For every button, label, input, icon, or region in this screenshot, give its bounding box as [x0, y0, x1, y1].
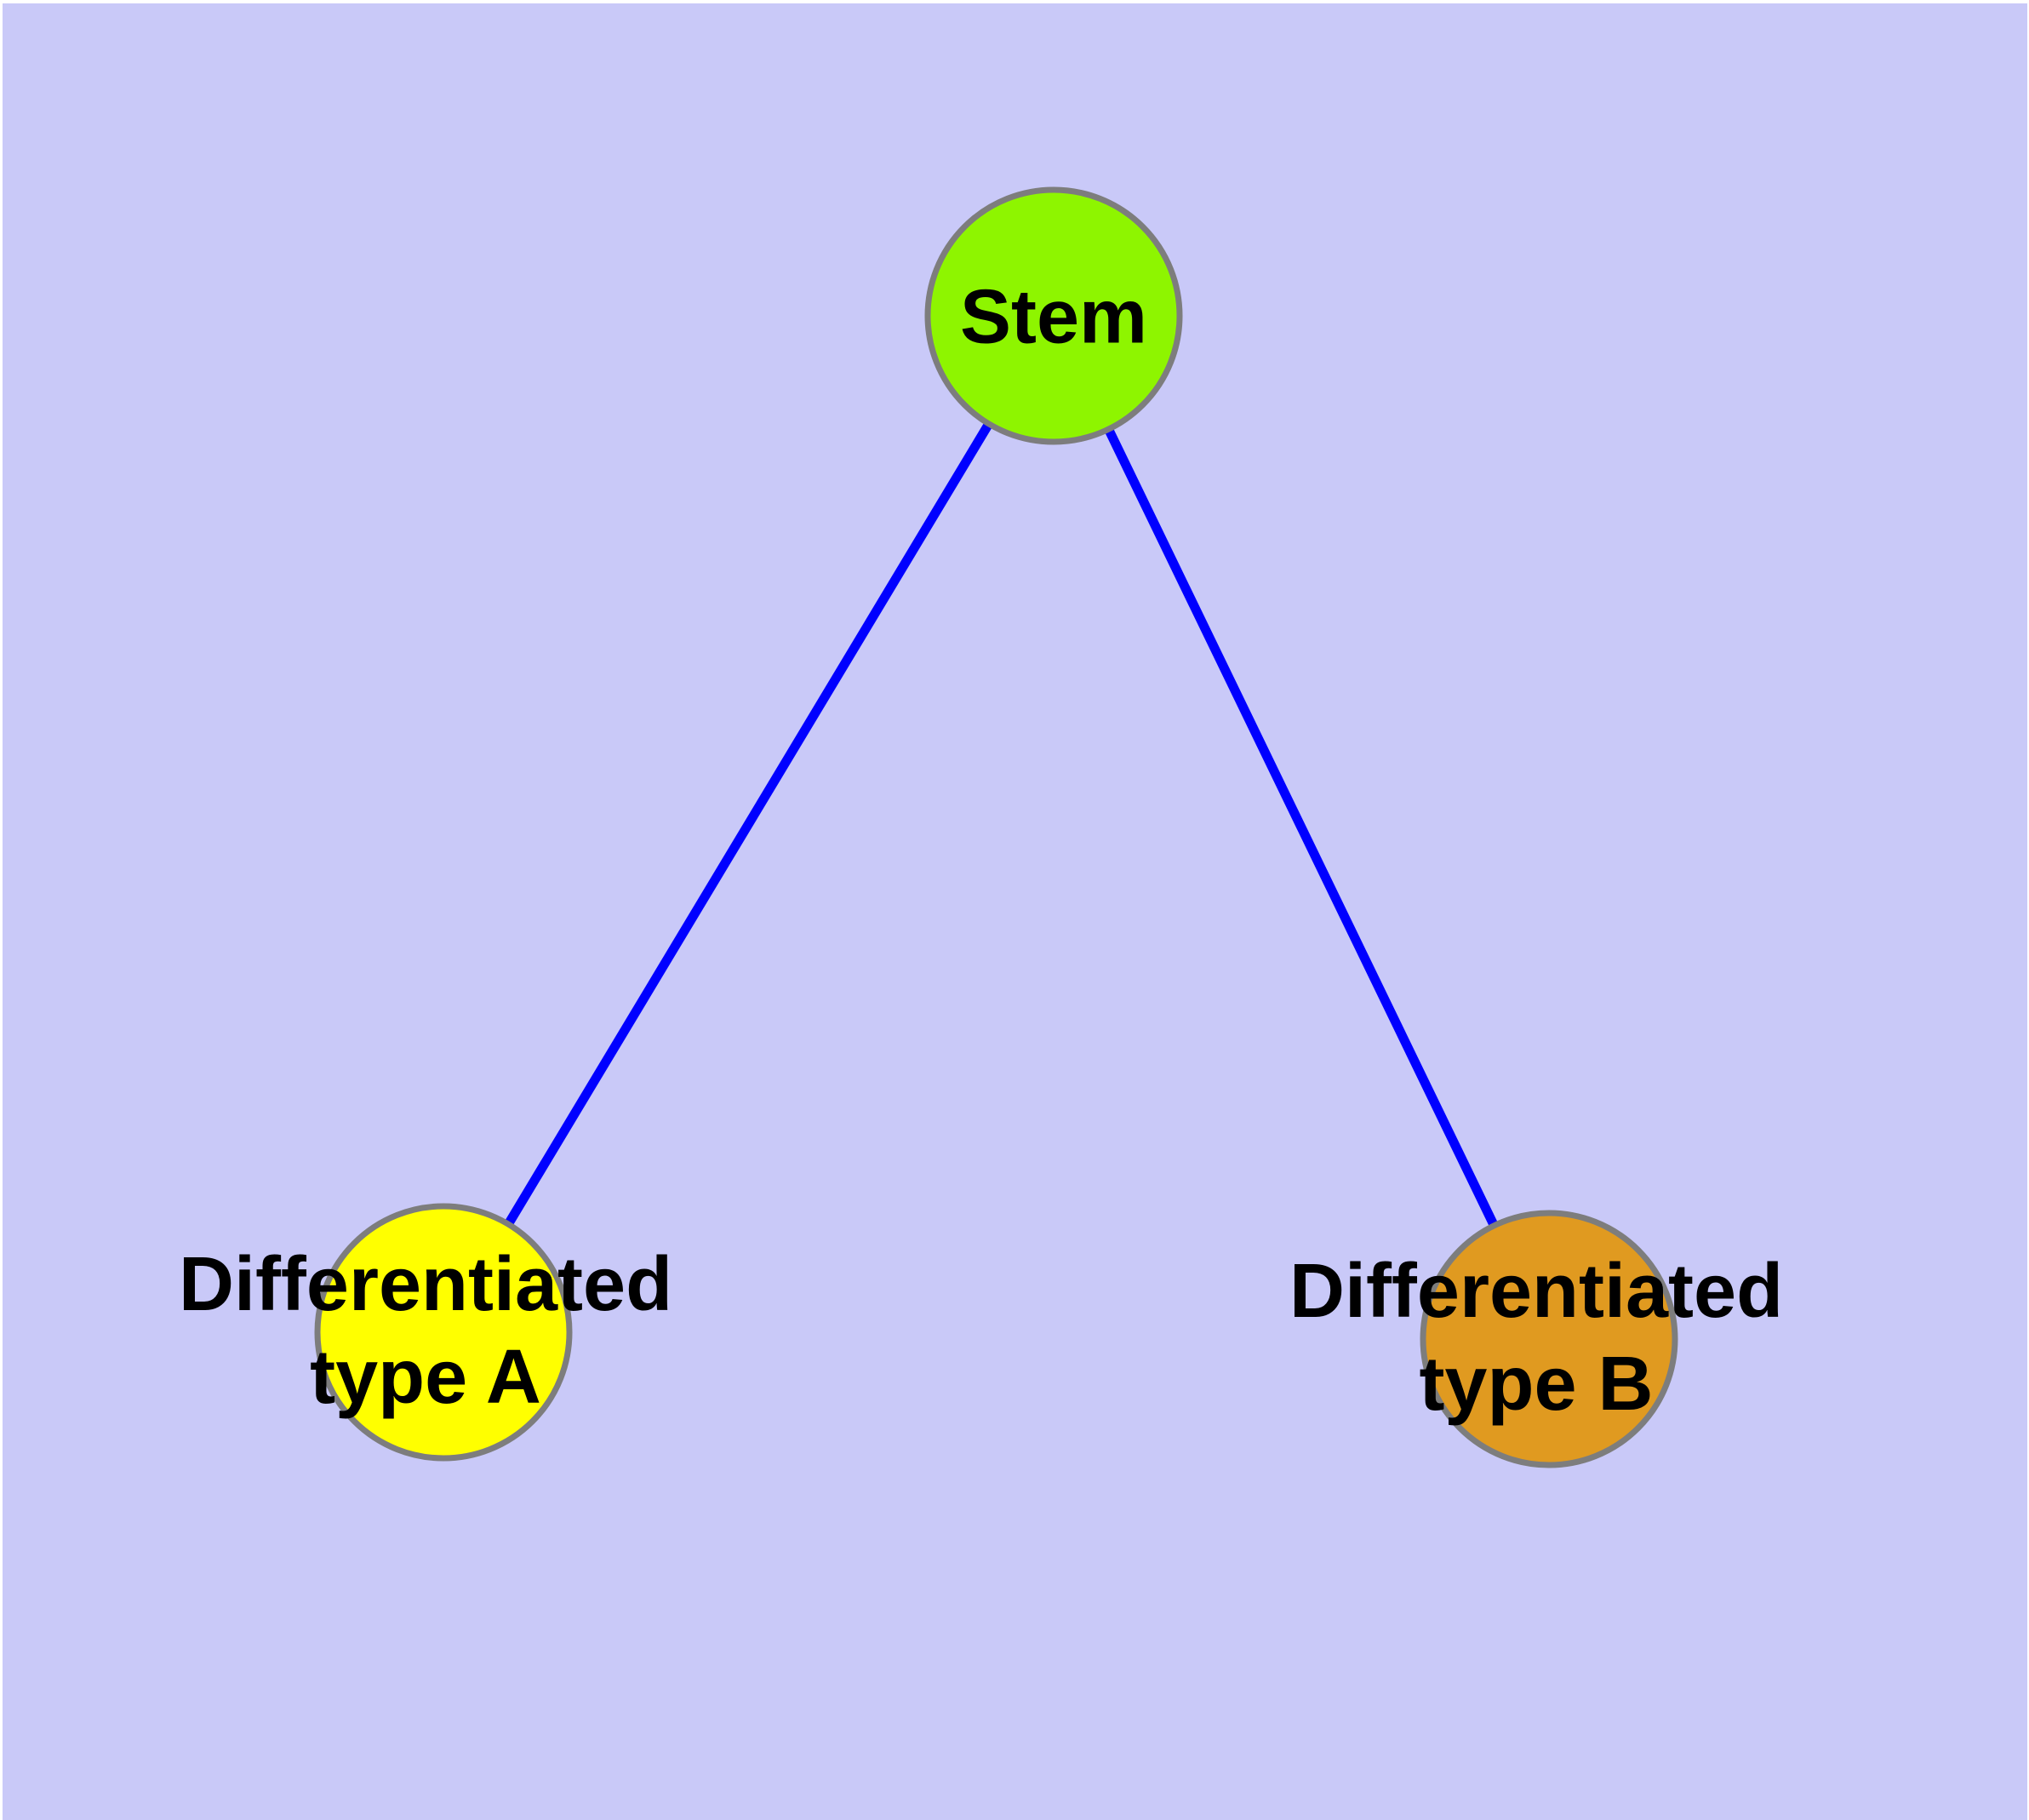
node-typeB-label: Differentiated type B	[1289, 1245, 1783, 1431]
node-typeA-label-line1: Differentiated	[178, 1242, 673, 1327]
node-typeA	[314, 1203, 573, 1462]
node-typeA-label-line2: type A	[310, 1335, 541, 1420]
edge-stem-typeA	[439, 313, 1058, 1335]
node-typeB-label-line2: type B	[1419, 1342, 1654, 1427]
node-typeB-label-line1: Differentiated	[1289, 1249, 1784, 1334]
node-typeA-label: Differentiated type A	[179, 1239, 672, 1424]
node-typeB	[1420, 1210, 1678, 1468]
edge-stem-typeB	[1049, 313, 1553, 1342]
node-stem-label: Stem	[959, 274, 1148, 360]
node-stem	[924, 186, 1183, 445]
